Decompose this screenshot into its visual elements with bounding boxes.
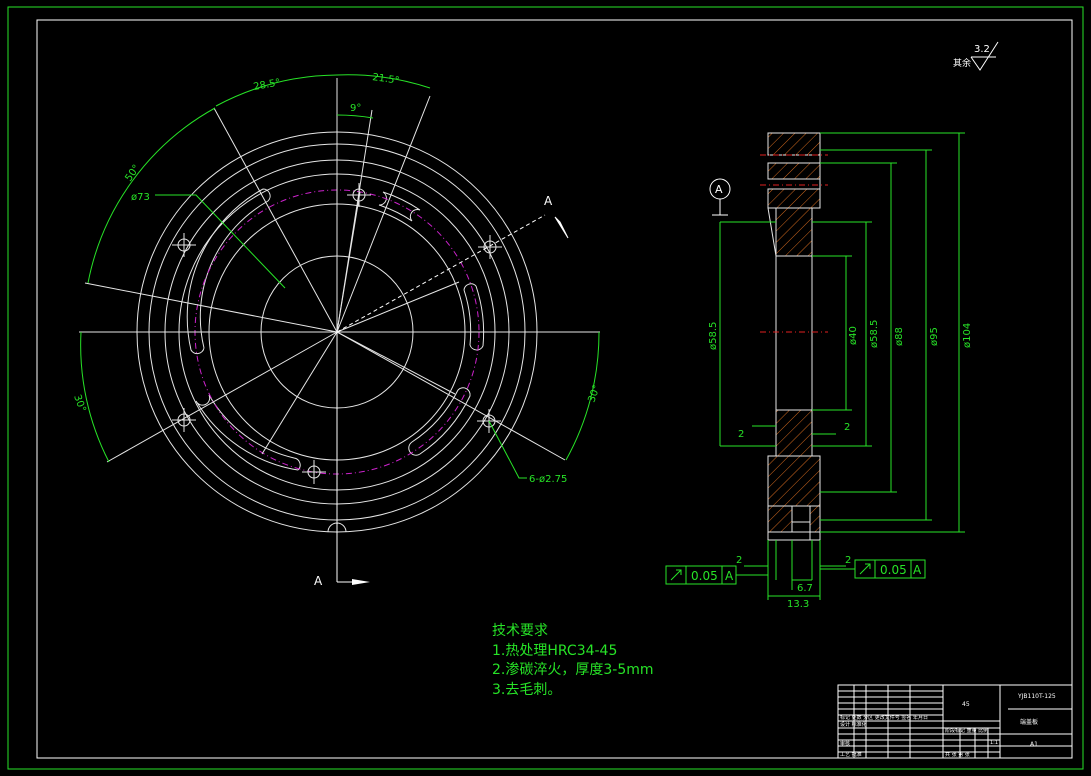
tb-row6: 共 张 第 张 [945,751,970,758]
dim-2b: 2 [844,422,850,433]
dim-2d: 2 [845,555,851,566]
dim-d58-left: ø58.5 [708,322,719,350]
tol-left-datum: A [725,569,734,583]
angle-28-5: 28.5° [253,77,282,93]
tol-right-value: 0.05 [880,563,907,577]
pcd-label: ø73 [131,192,150,203]
dim-d104: ø104 [962,323,973,348]
tech-req-item: 1.热处理HRC34-45 [492,642,618,659]
dim-13-3: 13.3 [787,599,809,610]
technical-requirements: 技术要求 1.热处理HRC34-45 2.渗碳淬火，厚度3-5mm 3.去毛刺。 [492,622,654,700]
tb-material: 45 [962,701,970,708]
tb-row3: 阶段标记 重量 比例 [945,727,988,734]
tol-right-datum: A [913,563,922,577]
angle-9: 9° [350,103,361,114]
front-view: A A 28.5° 21.5° 9° 50° 30° 30° ø73 6-ø2.… [71,72,603,588]
tb-row4: 审核 [840,740,850,747]
angle-21-5: 21.5° [372,72,401,87]
section-label-bottom: A [314,574,323,588]
tech-req-item: 3.去毛刺。 [492,681,562,698]
surface-finish-value: 3.2 [974,44,990,55]
tb-scale-value: 1:1 [990,740,998,746]
tb-part-name: 端盖板 [1020,718,1038,726]
tb-sheet: A1 [1030,741,1038,748]
tech-req-item: 2.渗碳淬火，厚度3-5mm [492,662,654,678]
inner-border [36,19,1073,759]
tolerance-frame-right: 0.05 A [820,559,926,579]
dim-d95: ø95 [929,327,940,346]
outer-border [7,6,1084,770]
tb-row2: 设计 标准化 [840,721,867,728]
tol-left-value: 0.05 [691,569,718,583]
surface-finish-symbol: 其余 3.2 [953,41,999,71]
dim-2c: 2 [736,555,742,566]
section-view: A ø58.5 ø40 ø58.5 ø88 ø95 ø104 2 2 2 2 [665,132,973,610]
tb-row1: 标记 处数 分区 更改文件号 签名 年月日 [840,714,928,721]
tolerance-frame-left: 0.05 A [665,565,768,585]
surface-finish-label: 其余 [953,57,971,69]
section-label-top: A [544,194,553,208]
dim-d58-right: ø58.5 [869,320,880,348]
dim-6-7: 6.7 [797,583,813,594]
dim-d40: ø40 [848,326,859,345]
tb-drawing-no: YJB110T-125 [1017,693,1056,700]
tech-req-title: 技术要求 [492,623,548,639]
dim-2a: 2 [738,429,744,440]
title-block [837,684,1073,759]
dim-d88: ø88 [894,327,905,346]
tb-row5: 工艺 批准 [840,751,862,758]
holes-label: 6-ø2.75 [529,474,567,485]
datum-label: A [715,183,723,196]
